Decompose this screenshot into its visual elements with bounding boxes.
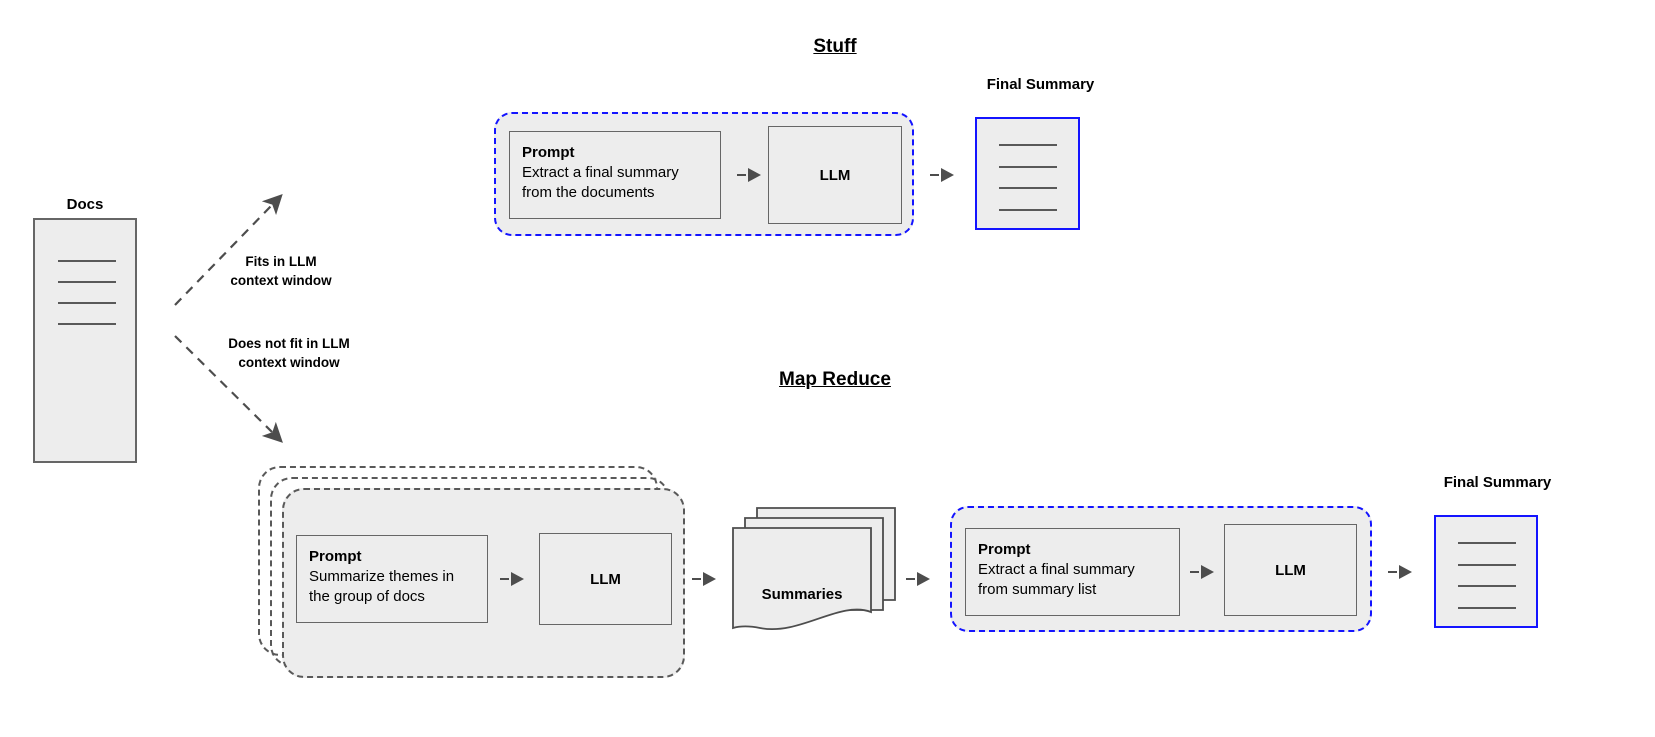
summaries-label-wrap: Summaries [733, 528, 871, 628]
reduce-prompt-body: Extract a final summary from summary lis… [978, 561, 1135, 598]
final-summary-text-line [1458, 607, 1516, 609]
stuff-prompt-box: Prompt Extract a final summary from the … [509, 131, 721, 219]
docs-document [33, 218, 137, 463]
connector-map-prompt-to-llm [500, 572, 524, 586]
connector-stuff-llm-to-summary [930, 168, 954, 182]
docs-text-line [58, 260, 116, 262]
reduce-prompt-box: Prompt Extract a final summary from summ… [965, 528, 1180, 616]
final-summary-text-line [1458, 542, 1516, 544]
connector-stuff-prompt-to-llm [737, 168, 761, 182]
mapreduce-final-summary-document [1434, 515, 1538, 628]
section-title-map-reduce: Map Reduce [779, 369, 891, 390]
final-summary-text-line [999, 166, 1057, 168]
stuff-llm-box: LLM [768, 126, 902, 224]
final-summary-text-line [999, 187, 1057, 189]
reduce-llm-label: LLM [1275, 561, 1306, 579]
final-summary-text-line [1458, 564, 1516, 566]
connector-reduce-prompt-to-llm [1190, 565, 1214, 579]
final-summary-text-line [1458, 585, 1516, 587]
connector-reduce-to-final-summary [1388, 565, 1412, 579]
stuff-final-summary-document [975, 117, 1080, 230]
docs-text-line [58, 281, 116, 283]
final-summary-text-line [999, 144, 1057, 146]
reduce-prompt-title: Prompt [978, 541, 1031, 558]
connector-map-stage-to-summaries [692, 572, 716, 586]
docs-label: Docs [66, 196, 104, 213]
connector-summaries-to-reduce [906, 572, 930, 586]
map-prompt-box: Prompt Summarize themes in the group of … [296, 535, 488, 623]
stuff-prompt-title: Prompt [522, 144, 575, 161]
stuff-final-summary-label: Final Summary [986, 76, 1095, 93]
map-prompt-body: Summarize themes in the group of docs [309, 568, 455, 605]
branch-label-fits: Fits in LLM context window [230, 254, 332, 288]
map-prompt-title: Prompt [309, 548, 362, 565]
final-summary-text-line [999, 209, 1057, 211]
summaries-label: Summaries [761, 586, 843, 603]
docs-text-line [58, 302, 116, 304]
reduce-llm-box: LLM [1224, 524, 1357, 616]
section-title-stuff: Stuff [813, 36, 857, 57]
map-llm-box: LLM [539, 533, 672, 625]
mapreduce-final-summary-label: Final Summary [1443, 474, 1552, 491]
summaries-sheet-front [732, 527, 872, 631]
map-llm-label: LLM [590, 570, 621, 588]
stuff-prompt-body: Extract a final summary from the documen… [522, 164, 679, 201]
branch-label-does-not-fit: Does not fit in LLM context window [228, 336, 350, 370]
stuff-llm-label: LLM [819, 166, 851, 184]
docs-text-line [58, 323, 116, 325]
